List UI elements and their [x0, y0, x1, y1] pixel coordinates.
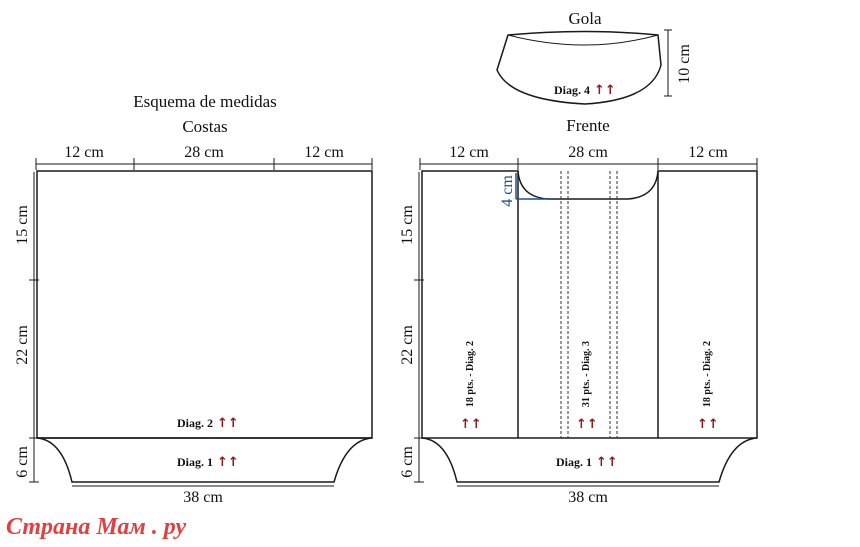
- front-neck-depth-measure: 4 cm: [499, 175, 516, 207]
- front-title: Frente: [566, 116, 609, 135]
- front-bottom-measure: 38 cm: [568, 489, 608, 506]
- front-diag1-arrows-icon: ↑↑: [596, 455, 618, 470]
- collar-arrows-icon: ↑↑: [594, 83, 616, 98]
- back-side-mid-measure: 22 cm: [14, 325, 31, 365]
- front-top-left-measure: 12 cm: [449, 144, 489, 161]
- front-center-panel-label: 31 pts. - Diag. 3: [581, 341, 592, 407]
- back-side-low-measure: 6 cm: [14, 446, 31, 478]
- front-left-panel-arrows-icon: ↑↑: [460, 417, 482, 432]
- back-top-right-measure: 12 cm: [304, 144, 344, 161]
- back-title: Costas: [182, 117, 227, 136]
- back-top-mid-measure: 28 cm: [184, 144, 224, 161]
- front-side-low-measure: 6 cm: [399, 446, 416, 478]
- back-top-left-measure: 12 cm: [64, 144, 104, 161]
- front-diag1-label: Diag. 1: [556, 455, 592, 469]
- back-diag1-label: Diag. 1: [177, 455, 213, 469]
- collar-height-label: 10 cm: [676, 44, 693, 84]
- back-bottom-measure: 38 cm: [183, 489, 223, 506]
- back-piece: 12 cm 28 cm 12 cm 15 cm 22 cm 6 cm Diag.…: [14, 144, 373, 506]
- watermark-logo: Страна Мам . ру: [6, 514, 186, 540]
- collar-piece: Diag. 4 ↑↑ 10 cm: [496, 29, 693, 105]
- back-diag2-label: Diag. 2: [177, 416, 213, 430]
- front-top-right-measure: 12 cm: [688, 144, 728, 161]
- front-right-panel-arrows-icon: ↑↑: [697, 417, 719, 432]
- front-piece: 4 cm 12 cm 28 cm 12 cm 15 cm 22 cm 6 cm …: [399, 144, 758, 506]
- back-diag2-arrows-icon: ↑↑: [217, 416, 239, 431]
- back-diag1-arrows-icon: ↑↑: [217, 455, 239, 470]
- scheme-title: Esquema de medidas: [133, 92, 277, 111]
- front-side-mid-measure: 22 cm: [399, 325, 416, 365]
- front-left-panel-label: 18 pts. - Diag. 2: [465, 341, 476, 407]
- collar-title: Gola: [568, 9, 602, 28]
- front-side-upper-measure: 15 cm: [399, 205, 416, 245]
- front-center-panel-arrows-icon: ↑↑: [576, 417, 598, 432]
- front-top-mid-measure: 28 cm: [568, 144, 608, 161]
- collar-diag4-label: Diag. 4: [554, 83, 590, 97]
- front-right-panel-label: 18 pts. - Diag. 2: [702, 341, 713, 407]
- back-side-upper-measure: 15 cm: [14, 205, 31, 245]
